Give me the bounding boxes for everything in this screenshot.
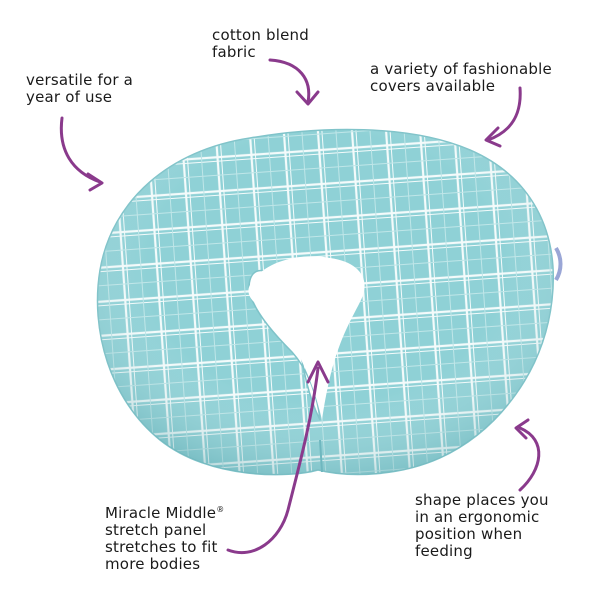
callout-line: shape places you bbox=[415, 491, 549, 509]
callout-line: Miracle Middle® bbox=[105, 505, 224, 522]
arrow-covers bbox=[484, 86, 522, 148]
callout-line: fabric bbox=[212, 43, 256, 61]
callout-versatile: versatile for a year of use bbox=[26, 72, 133, 106]
callout-covers: a variety of fashionable covers availabl… bbox=[370, 61, 552, 95]
registered-mark: ® bbox=[216, 505, 225, 514]
arrow-miracle bbox=[226, 360, 330, 555]
callout-line: position when bbox=[415, 525, 523, 543]
callout-line: year of use bbox=[26, 88, 113, 106]
arrow-cotton bbox=[268, 58, 320, 106]
callout-line: covers available bbox=[370, 77, 496, 95]
callout-line: feeding bbox=[415, 542, 473, 560]
callout-line: cotton blend bbox=[212, 26, 309, 44]
callout-miracle-middle: Miracle Middle® stretch panel stretches … bbox=[105, 505, 224, 573]
callout-line: stretches to fit bbox=[105, 538, 218, 556]
arrow-shape bbox=[514, 418, 541, 492]
brand-name: Miracle Middle bbox=[105, 504, 217, 522]
pillow-shape bbox=[96, 128, 563, 476]
callout-line: a variety of fashionable bbox=[370, 60, 552, 78]
callout-line: in an ergonomic bbox=[415, 508, 540, 526]
callout-shape: shape places you in an ergonomic positio… bbox=[415, 492, 549, 560]
arrow-versatile bbox=[59, 116, 104, 192]
callout-line: more bodies bbox=[105, 555, 201, 573]
callout-line: stretch panel bbox=[105, 521, 207, 539]
callout-cotton-blend: cotton blend fabric bbox=[212, 27, 309, 61]
callout-line: versatile for a bbox=[26, 71, 134, 89]
callout-arrows bbox=[59, 58, 541, 555]
